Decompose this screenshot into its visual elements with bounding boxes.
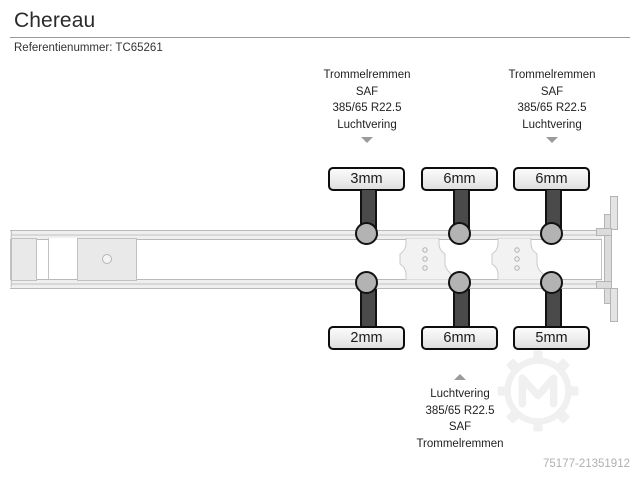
annotation-top-right-line2: SAF — [540, 85, 564, 98]
tread-box-bottom-3[interactable]: 5mm — [513, 326, 590, 350]
annotation-top-left-line4: Luchtvering — [337, 118, 397, 131]
tread-box-top-1[interactable]: 3mm — [328, 167, 405, 191]
rear-bracket-bottom — [596, 281, 612, 289]
arrow-up-icon-bottom — [454, 374, 466, 380]
rear-bracket-top — [596, 228, 612, 236]
wheel-hub-3-bottom — [540, 271, 563, 294]
annotation-bottom-line4: Trommelremmen — [416, 437, 504, 450]
annotation-bottom: Luchtvering 385/65 R22.5 SAF Trommelremm… — [393, 386, 527, 452]
header-divider — [10, 37, 630, 38]
wheel-hub-2-top — [448, 222, 471, 245]
arrow-down-icon-right — [546, 137, 558, 143]
chassis-gap-panel — [48, 238, 77, 279]
kingpin-hole-icon — [102, 254, 112, 264]
wheel-hub-3-top — [540, 222, 563, 245]
chassis-rail-top-line — [11, 234, 601, 236]
annotation-top-left-line1: Trommelremmen — [323, 69, 411, 81]
tread-box-top-2[interactable]: 6mm — [421, 167, 498, 191]
annotation-bottom-line2: 385/65 R22.5 — [425, 404, 495, 417]
rear-light-bar-top — [610, 196, 618, 230]
tread-box-top-3[interactable]: 6mm — [513, 167, 590, 191]
wheel-hub-2-bottom — [448, 271, 471, 294]
annotation-top-left-line3: 385/65 R22.5 — [332, 102, 402, 114]
annotation-top-left-line2: SAF — [355, 85, 379, 98]
rear-light-bar-bottom — [610, 288, 618, 322]
annotation-top-left: Trommelremmen SAF 385/65 R22.5 Luchtveri… — [300, 67, 434, 133]
wheel-hub-1-top — [355, 222, 378, 245]
annotation-bottom-line3: SAF — [448, 421, 472, 433]
tread-box-bottom-1[interactable]: 2mm — [328, 326, 405, 350]
annotation-top-right-line3: 385/65 R22.5 — [517, 102, 587, 114]
page-title: Chereau — [14, 9, 96, 32]
arrow-down-icon-left — [361, 137, 373, 143]
chassis-rail-bottom-line — [11, 283, 601, 285]
suspension-hanger-2 — [490, 238, 545, 280]
tread-box-bottom-2[interactable]: 6mm — [421, 326, 498, 350]
footer-listing-id: 75177-21351912 — [543, 458, 630, 470]
reference-number: Referentienummer: TC65261 — [14, 42, 163, 54]
annotation-bottom-line1: Luchtvering — [430, 388, 490, 400]
wheel-hub-1-bottom — [355, 271, 378, 294]
suspension-hanger-1 — [398, 238, 453, 280]
annotation-top-right-line4: Luchtvering — [522, 118, 582, 131]
front-plate-left — [11, 238, 37, 281]
rear-crossmember — [604, 214, 612, 304]
chassis-section-front — [48, 238, 79, 279]
annotation-top-right-line1: Trommelremmen — [508, 69, 596, 81]
annotation-top-right: Trommelremmen SAF 385/65 R22.5 Luchtveri… — [485, 67, 619, 133]
